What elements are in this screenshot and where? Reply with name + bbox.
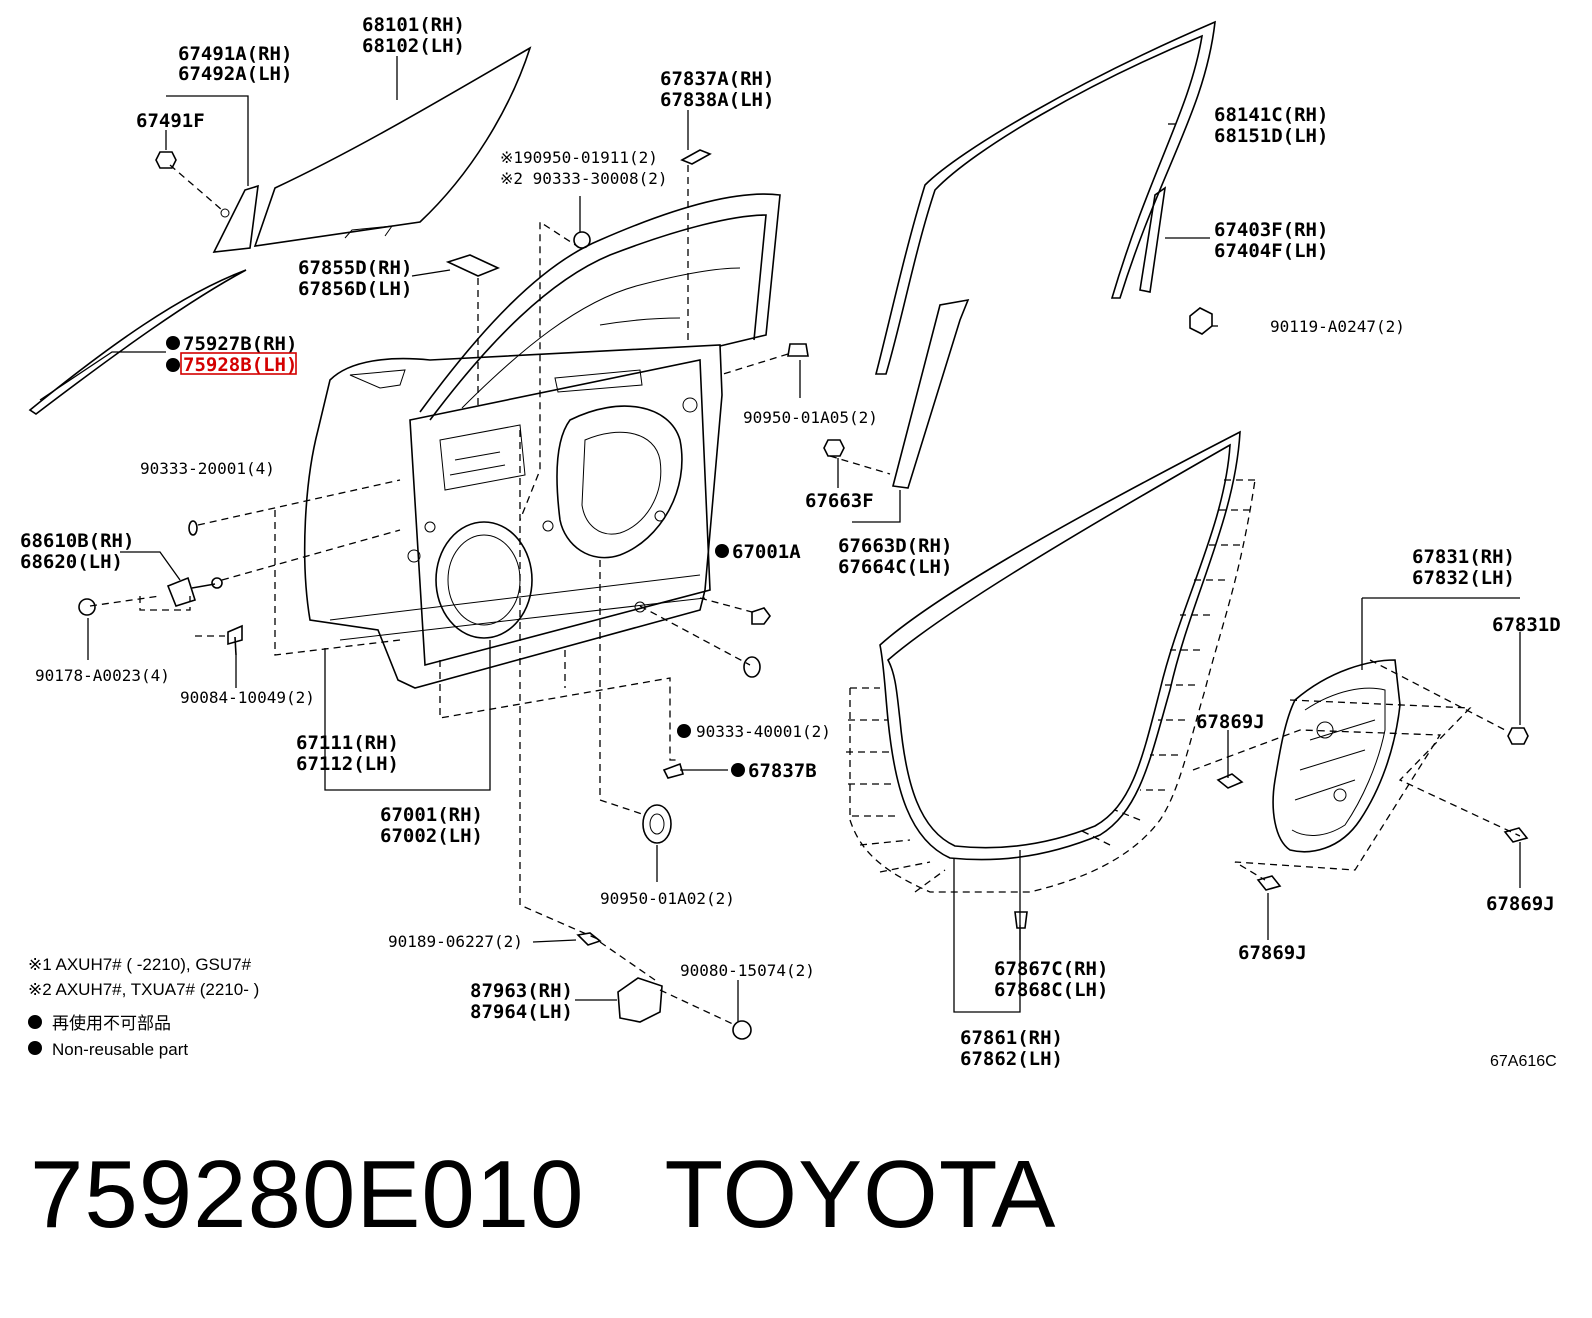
glass-run-illustration [874, 20, 1216, 489]
label-75927B: 75927B(RH) [183, 333, 297, 355]
fastener-illustrations [78, 149, 1529, 1040]
label-67856D: 67856D(LH) [298, 278, 412, 300]
label-90084: 90084-10049(2) [180, 688, 315, 707]
label-67664C: 67664C(LH) [838, 556, 952, 578]
label-67831D: 67831D [1492, 614, 1561, 636]
footer: 759280E010 TOYOTA [30, 1130, 1570, 1260]
label-68101: 68101(RH) [362, 14, 465, 36]
label-90178: 90178-A0023(4) [35, 666, 170, 685]
label-87963: 87963(RH) [470, 980, 573, 1002]
non-reusable-marker [731, 763, 745, 777]
label-90333-40001: 90333-40001(2) [696, 722, 831, 741]
belt-moulding-illustration [28, 269, 247, 415]
mirror-garnish-illustration [155, 151, 259, 253]
label-67868C: 67868C(LH) [994, 979, 1108, 1001]
legend-bullet-icon [28, 1041, 42, 1055]
part-number: 759280E010 [30, 1141, 585, 1248]
label-67403F: 67403F(RH) [1214, 219, 1328, 241]
label-67831: 67831(RH) [1412, 546, 1515, 568]
window-regulator-illustration [1272, 659, 1401, 853]
non-reusable-marker [166, 358, 180, 372]
label-90119: 90119-A0247(2) [1270, 317, 1405, 336]
note-1: ※1 AXUH7# ( -2210), GSU7# [28, 955, 252, 974]
dashed-assembly-lines [89, 164, 1521, 1026]
label-67837A: 67837A(RH) [660, 68, 774, 90]
label-290333: ※2 90333-30008(2) [500, 169, 668, 188]
label-67869J-top: 67869J [1196, 711, 1265, 733]
label-90080: 90080-15074(2) [680, 961, 815, 980]
legend-english: Non-reusable part [52, 1040, 188, 1059]
door-frame-illustration [419, 193, 781, 421]
label-67001: 67001(RH) [380, 804, 483, 826]
label-67837B: 67837B [748, 760, 817, 782]
label-90950-01A02: 90950-01A02(2) [600, 889, 735, 908]
label-67491A: 67491A(RH) [178, 43, 292, 65]
legend-japanese: 再使用不可部品 [52, 1013, 171, 1033]
label-67491F: 67491F [136, 110, 205, 132]
label-67861: 67861(RH) [960, 1027, 1063, 1049]
note-2: ※2 AXUH7#, TXUA7# (2210- ) [28, 980, 259, 999]
non-reusable-marker [166, 336, 180, 350]
label-67832: 67832(LH) [1412, 567, 1515, 589]
highlight-box-75928B [180, 352, 297, 375]
label-67111: 67111(RH) [296, 732, 399, 754]
label-67838A: 67838A(LH) [660, 89, 774, 111]
non-reusable-marker [715, 544, 729, 558]
label-67663D: 67663D(RH) [838, 535, 952, 557]
label-67869J-bottom: 67869J [1238, 942, 1307, 964]
leader-lines [39, 56, 1521, 1022]
non-reusable-marker [677, 724, 691, 738]
legend-bullet-icon [28, 1015, 42, 1029]
notes-legend: ※1 AXUH7# ( -2210), GSU7# ※2 AXUH7#, TXU… [28, 955, 1557, 1070]
label-67001A: 67001A [732, 541, 801, 563]
label-67867C: 67867C(RH) [994, 958, 1108, 980]
brand-name: TOYOTA [664, 1141, 1057, 1248]
label-75928B-highlighted[interactable]: 75928B(LH) [183, 354, 297, 376]
label-67492A: 67492A(LH) [178, 63, 292, 85]
label-68141C: 68141C(RH) [1214, 104, 1328, 126]
label-67855D: 67855D(RH) [298, 257, 412, 279]
door-opening-weatherstrip-illustration [846, 430, 1256, 893]
label-67112: 67112(LH) [296, 753, 399, 775]
label-67002: 67002(LH) [380, 825, 483, 847]
label-90333-20001: 90333-20001(4) [140, 459, 275, 478]
label-67663F: 67663F [805, 490, 874, 512]
label-68610B: 68610B(RH) [20, 530, 134, 552]
label-67862: 67862(LH) [960, 1048, 1063, 1070]
label-67404F: 67404F(LH) [1214, 240, 1328, 262]
label-87964: 87964(LH) [470, 1001, 573, 1023]
door-inner-panel-illustration [303, 344, 723, 689]
label-90950-01A05: 90950-01A05(2) [743, 408, 878, 427]
part-labels: 68101(RH) 68102(LH) 67491A(RH) 67492A(LH… [20, 14, 1561, 1070]
label-90189: 90189-06227(2) [388, 932, 523, 951]
label-190950: ※190950-01911(2) [500, 148, 658, 167]
diagram-code: 67A616C [1490, 1053, 1557, 1070]
door-glass-illustration [253, 46, 532, 247]
label-68102: 68102(LH) [362, 35, 465, 57]
label-68151D: 68151D(LH) [1214, 125, 1328, 147]
label-68620: 68620(LH) [20, 551, 123, 573]
label-67869J-right: 67869J [1486, 893, 1555, 915]
